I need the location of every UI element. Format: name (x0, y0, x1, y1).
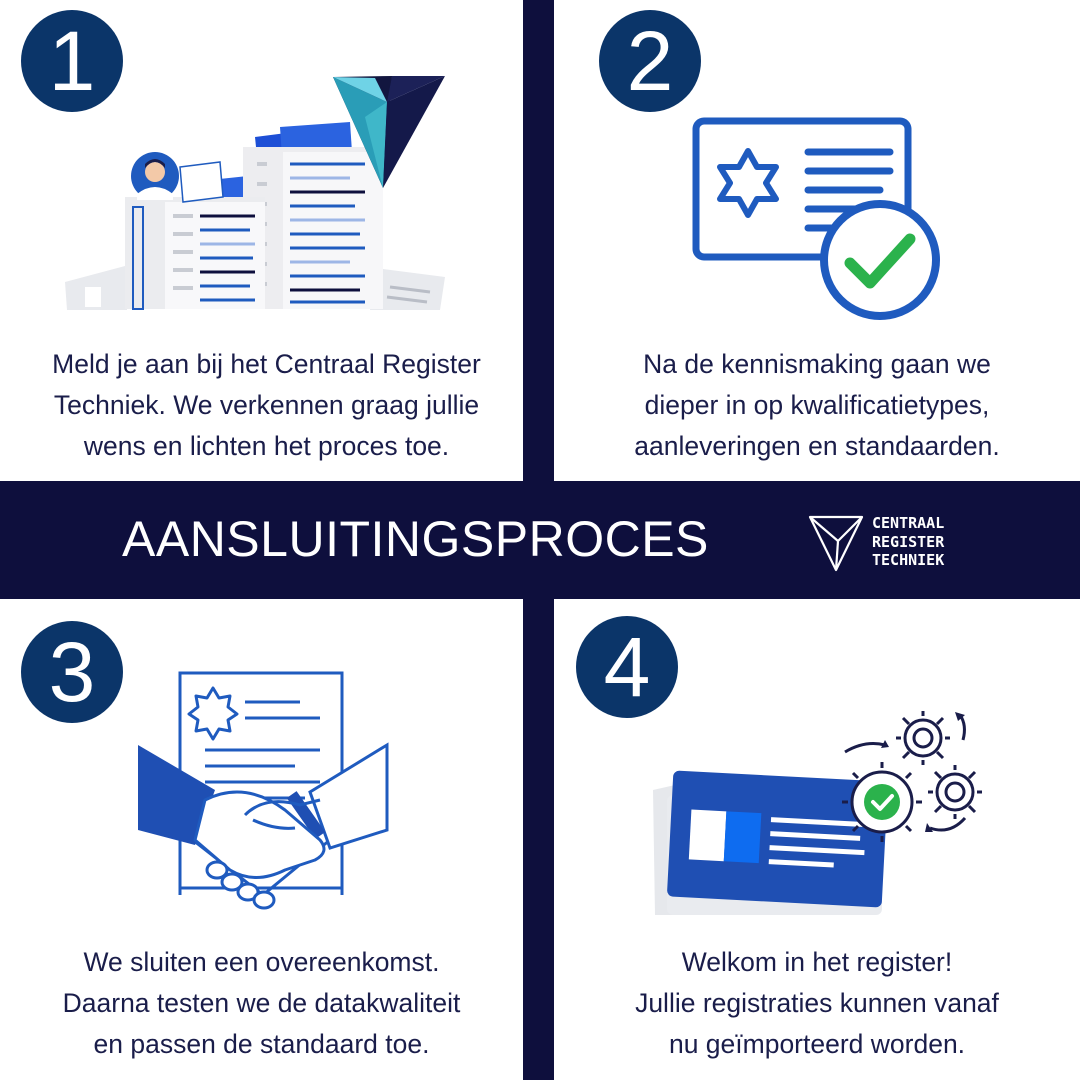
card-gears-icon (653, 711, 982, 915)
text-line: aanleveringen en standaarden. (634, 431, 1000, 461)
handshake-contract-icon (138, 671, 389, 910)
step-number-badge: 1 (21, 10, 123, 112)
brand-name: CENTRAAL REGISTER TECHNIEK (872, 514, 944, 570)
text-line: Na de kennismaking gaan we (643, 349, 991, 379)
step-number-badge: 4 (576, 616, 678, 718)
text-line: We sluiten een overeenkomst. (83, 947, 440, 977)
step-description: Na de kennismaking gaan we dieper in op … (554, 344, 1080, 467)
text-line: en passen de standaard toe. (93, 1029, 430, 1059)
text-line: Welkom in het register! (681, 947, 953, 977)
text-line: wens en lichten het proces toe. (83, 431, 450, 461)
page-title: AANSLUITINGSPROCES (122, 511, 709, 567)
step-description: We sluiten een overeenkomst. Daarna test… (0, 942, 523, 1065)
brand-line: REGISTER (872, 532, 945, 551)
step-description: Meld je aan bij het Centraal Register Te… (10, 344, 523, 467)
brand-line: CENTRAAL (872, 514, 945, 532)
register-buildings-icon (65, 76, 445, 310)
text-line: dieper in op kwalificatietypes, (644, 390, 990, 420)
step-description: Welkom in het register! Jullie registrat… (554, 942, 1080, 1065)
title-banner (0, 481, 1080, 599)
text-line: Daarna testen we de datakwaliteit (62, 988, 461, 1018)
text-line: Meld je aan bij het Centraal Register (52, 349, 481, 379)
text-line: nu geïmporteerd worden. (668, 1029, 966, 1059)
text-line: Jullie registraties kunnen vanaf (635, 988, 999, 1018)
text-line: Techniek. We verkennen graag jullie (53, 390, 480, 420)
step-number-badge: 2 (599, 10, 701, 112)
brand-logo-icon (808, 515, 864, 572)
step-number-badge: 3 (21, 621, 123, 723)
certificate-check-icon (692, 117, 940, 320)
brand-line: TECHNIEK (872, 551, 945, 569)
